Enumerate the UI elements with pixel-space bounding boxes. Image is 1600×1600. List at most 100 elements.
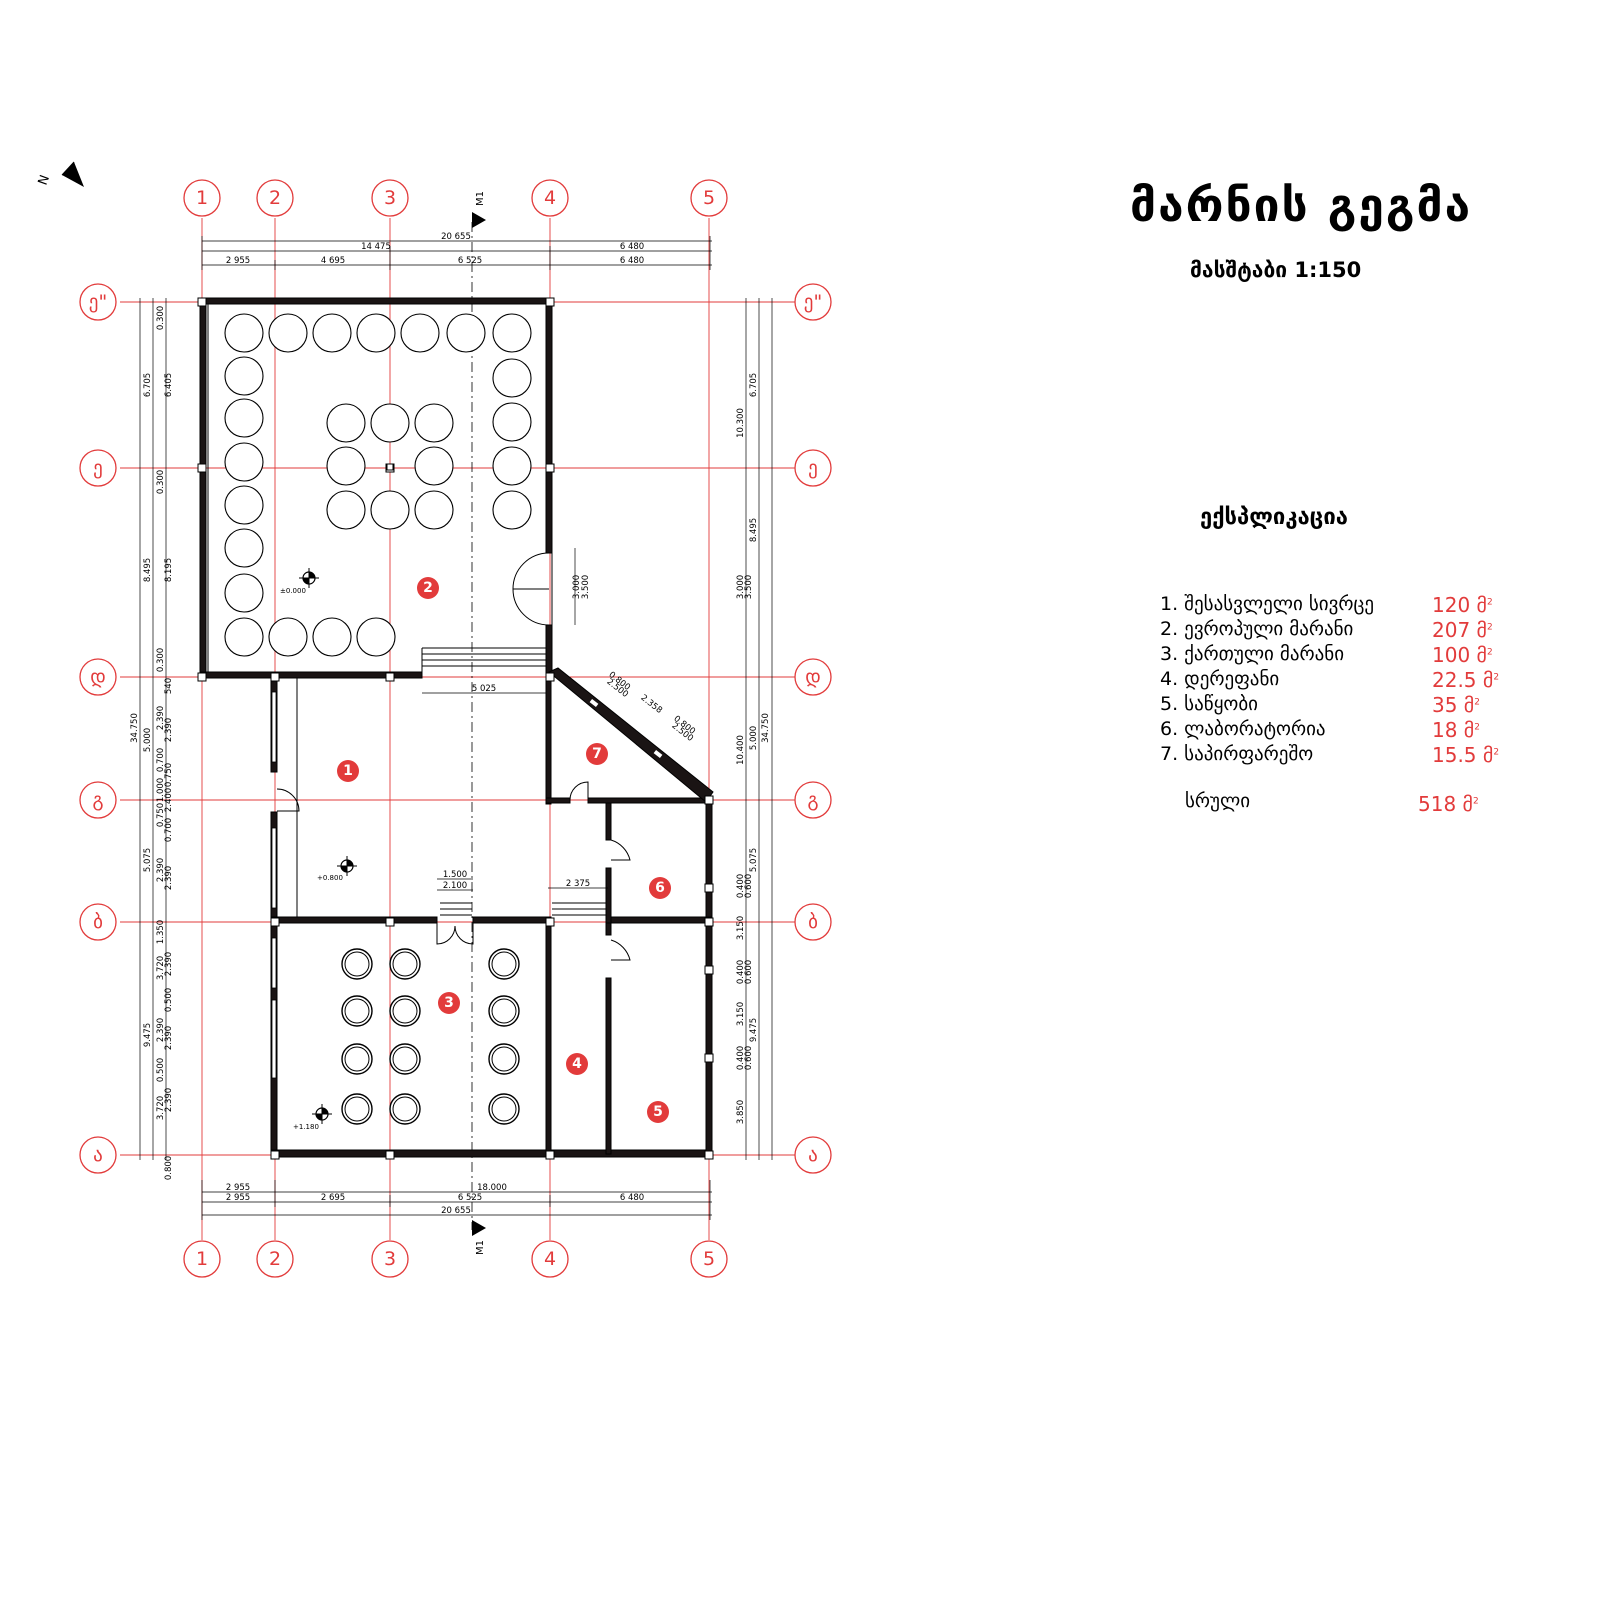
barrel xyxy=(356,617,396,657)
dim-left-inner: 1.350 xyxy=(156,920,166,944)
svg-text:ე": ე" xyxy=(804,291,822,313)
barrel xyxy=(224,528,264,568)
scale-label: მასშტაბი 1:150 xyxy=(1190,258,1362,282)
column xyxy=(545,297,555,307)
svg-text:ე: ე xyxy=(808,457,818,479)
dim-right-inner: 0.600 xyxy=(744,874,754,898)
axis-bubble-row: ე xyxy=(794,449,832,487)
dim-right-inner: 3.150 xyxy=(736,1002,746,1026)
dim-left-inner: 2.390 xyxy=(164,952,174,976)
section-marker-bottom xyxy=(472,1220,486,1236)
dim-left-outer: 6.705 xyxy=(143,373,153,397)
dim-right-inner: 0.400 xyxy=(736,874,746,898)
dim-inner-1: 5 025 xyxy=(472,684,496,694)
room-marker-6: 6 xyxy=(649,877,671,899)
barrel xyxy=(224,442,264,482)
barrel xyxy=(312,617,352,657)
dim-right-inner: 0.600 xyxy=(744,1046,754,1070)
column xyxy=(704,1150,714,1160)
level-marks: ±0.000+0.800+1.180 xyxy=(280,568,357,1131)
barrel xyxy=(268,313,308,353)
axis-bubble-row: ბ xyxy=(79,903,117,941)
legend-item-area: 15.5 მ2 xyxy=(1432,743,1500,767)
dim-right-inner: 3.000 xyxy=(736,575,746,599)
page-title: მარნის გეგმა xyxy=(1130,178,1473,232)
dim-left-inner: 540 xyxy=(164,678,174,694)
axis-bubble-3: 3 xyxy=(371,1240,409,1278)
svg-text:2: 2 xyxy=(423,580,433,596)
barrel xyxy=(268,617,308,657)
qvevri xyxy=(341,1043,373,1075)
axis-bubble-row: ე" xyxy=(794,283,832,321)
svg-text:5: 5 xyxy=(703,187,715,209)
barrel xyxy=(414,403,454,443)
qvevri xyxy=(488,1093,520,1125)
dim-left-inner: 0.700 xyxy=(164,818,174,842)
dim-left-outer: 5.000 xyxy=(143,728,153,752)
legend-item-area: 22.5 მ2 xyxy=(1432,668,1500,692)
dim-left-inner: 2.390 xyxy=(164,866,174,890)
svg-text:2: 2 xyxy=(269,187,281,209)
level-mark: +1.180 xyxy=(293,1104,332,1131)
svg-text:დ: დ xyxy=(805,666,821,688)
barrel xyxy=(492,358,532,398)
dim-left-inner: 0.300 xyxy=(156,648,166,672)
dim-right-outer: 5.000 xyxy=(749,726,759,750)
barrel xyxy=(224,573,264,613)
column xyxy=(270,1150,280,1160)
level-mark: ±0.000 xyxy=(280,568,319,595)
vertical-dimension-texts: 34.7506.7058.4955.0005.0759.4750.3006.40… xyxy=(130,306,771,1180)
room-marker-3: 3 xyxy=(438,992,460,1014)
column xyxy=(385,672,395,682)
qvevri xyxy=(389,1093,421,1125)
dim-bottom-mid: 18.000 xyxy=(477,1183,507,1193)
dim-left-inner: 0.500 xyxy=(164,988,174,1012)
legend-item-area: 207 მ2 xyxy=(1432,618,1493,642)
svg-text:1: 1 xyxy=(343,763,353,779)
north-label: N xyxy=(36,173,53,187)
column xyxy=(704,917,714,927)
svg-text:4: 4 xyxy=(572,1056,582,1072)
svg-text:±0.000: ±0.000 xyxy=(280,587,306,595)
svg-text:ა: ა xyxy=(808,1144,818,1166)
axis-bubble-5: 5 xyxy=(690,179,728,217)
dim-inner-4: 2 375 xyxy=(566,879,590,889)
svg-text:7: 7 xyxy=(592,746,602,762)
column xyxy=(704,795,714,805)
dim-left-total: 34.750 xyxy=(130,713,140,743)
dim-right-inner: 10.400 xyxy=(736,735,746,765)
walls xyxy=(199,297,714,1158)
total-label: სრული xyxy=(1185,790,1251,812)
dim-top-seg-1: 2 955 xyxy=(226,256,250,266)
axis-bubble-row: ა xyxy=(794,1136,832,1174)
dim-right-inner: 3.500 xyxy=(744,575,754,599)
axis-bubble-row: ბ xyxy=(794,903,832,941)
svg-text:გ: გ xyxy=(92,789,103,811)
svg-text:5: 5 xyxy=(703,1248,715,1270)
svg-text:4: 4 xyxy=(544,1248,556,1270)
barrel xyxy=(492,402,532,442)
dim-left-inner: 0.800 xyxy=(164,1156,174,1180)
stairs xyxy=(421,647,606,916)
svg-text:3: 3 xyxy=(384,1248,396,1270)
svg-text:3: 3 xyxy=(444,995,454,1011)
legend-title: ექსპლიკაცია xyxy=(1200,505,1348,530)
axis-bubble-row: გ xyxy=(794,781,832,819)
dimension-chains: 20 655 14 475 6 480 2 955 4 695 6 525 6 … xyxy=(139,232,773,1220)
dim-left-inner: 2.390 xyxy=(156,858,166,882)
column xyxy=(545,672,555,682)
svg-text:ბ: ბ xyxy=(93,911,103,933)
column xyxy=(704,965,714,975)
dim-right-outer: 6.705 xyxy=(749,373,759,397)
barrel xyxy=(414,446,454,486)
qvevri xyxy=(341,995,373,1027)
dim-right-inner: 3.150 xyxy=(736,916,746,940)
dim-door-1: 3.000 xyxy=(572,575,582,599)
dim-top-right: 6 480 xyxy=(620,242,644,252)
section-label-top: M1 xyxy=(475,191,486,206)
dim-door-2: 3.500 xyxy=(581,575,591,599)
